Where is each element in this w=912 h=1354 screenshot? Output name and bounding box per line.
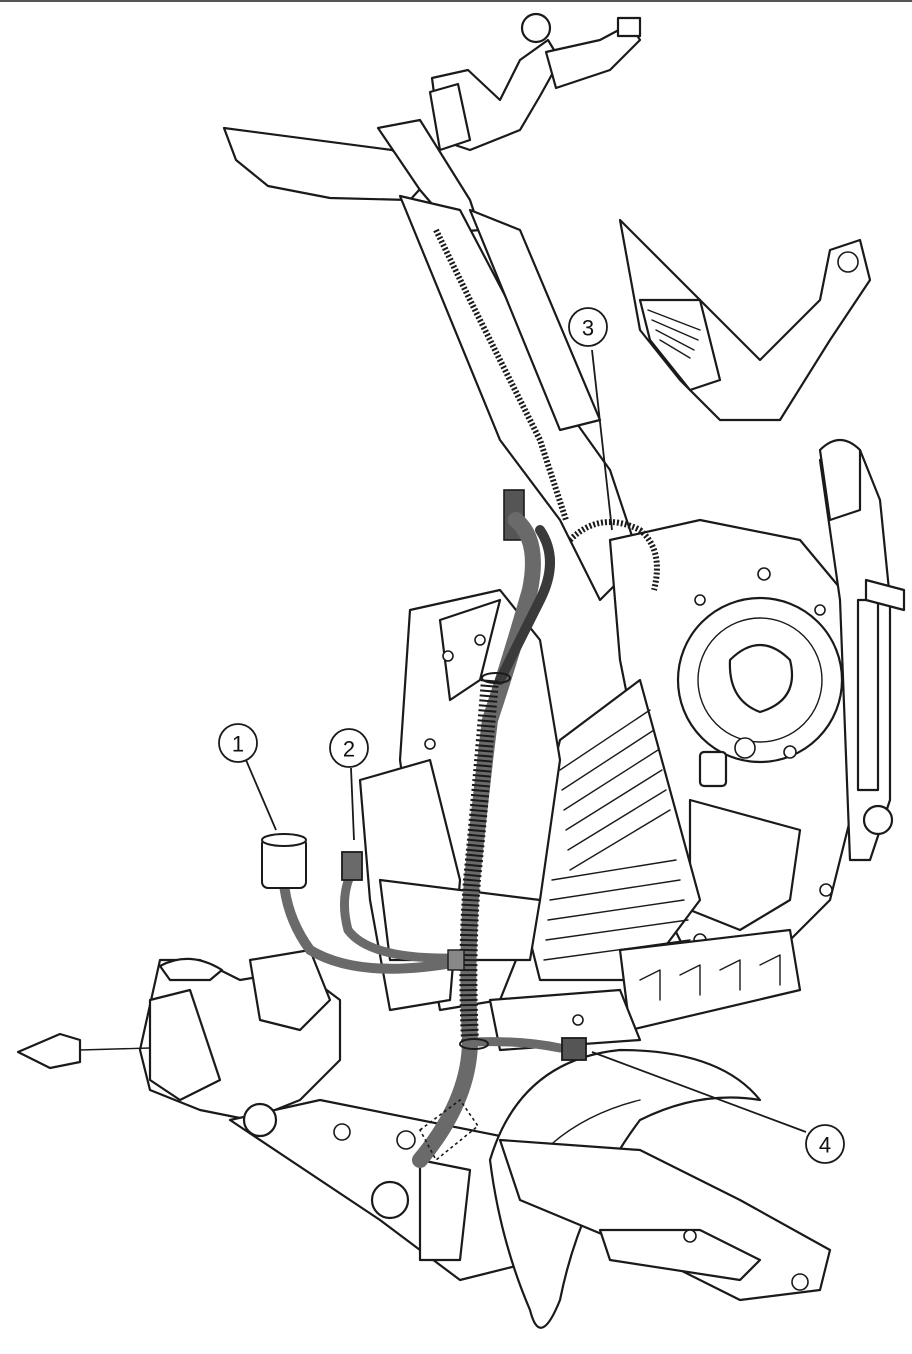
headlight-lens — [148, 988, 222, 1102]
bolt-4 — [734, 737, 756, 759]
shock-top — [818, 438, 862, 522]
leader-3 — [591, 349, 613, 531]
dash-cluster — [248, 948, 332, 1032]
callout-1-label: 1 — [232, 732, 244, 757]
harness-branch-2 — [340, 871, 463, 963]
connector-2 — [341, 851, 363, 881]
callout-2-label: 2 — [343, 737, 355, 762]
arm-bolt-2 — [683, 1229, 697, 1243]
upper-bracket — [638, 298, 722, 392]
shock-eye — [862, 804, 894, 836]
bracket-ribs — [647, 309, 701, 359]
clamp-bolt-1 — [333, 1123, 351, 1141]
license-bracket — [544, 22, 642, 90]
bolt-6 — [819, 883, 833, 897]
harness-clip-mid — [447, 949, 465, 971]
callouts: 1 2 3 4 — [218, 307, 845, 1164]
rear-indicator-right — [520, 12, 552, 44]
leader-1 — [245, 759, 277, 831]
bolt-2 — [694, 594, 706, 606]
harness-branch-1 — [279, 879, 463, 974]
clamp-bolt-2 — [396, 1130, 416, 1150]
headlight-top — [158, 957, 224, 982]
mid-bolt — [572, 1014, 584, 1026]
clutch-cover-inner — [697, 617, 823, 743]
indicator-stalk — [79, 1047, 151, 1051]
clutch-boss — [728, 644, 794, 714]
exhaust-heatshield — [618, 928, 802, 1032]
motorcycle-frame-illustration — [16, 12, 906, 1329]
front-fender — [488, 1048, 762, 1329]
fork-leg — [418, 1158, 472, 1262]
callout-1: 1 — [218, 723, 258, 763]
leader-4 — [591, 1051, 807, 1133]
footpeg — [598, 1228, 762, 1282]
shock-body — [856, 598, 880, 792]
arm-bolt — [791, 1273, 809, 1291]
harness-main-trunk — [412, 512, 541, 1168]
cable-tie-1 — [481, 672, 511, 684]
frame-hole-1 — [442, 650, 454, 662]
shroud-brace — [378, 878, 542, 962]
pivot-hole — [837, 251, 859, 273]
callout-3-label: 3 — [582, 316, 594, 341]
bolt-1 — [757, 567, 771, 581]
steering-stem — [242, 1102, 278, 1138]
mid-bracket — [488, 988, 642, 1052]
callout-4-label: 4 — [819, 1133, 831, 1158]
connector-4 — [561, 1037, 587, 1061]
wiring-harness — [261, 228, 660, 1168]
front-indicator-right — [370, 1180, 410, 1220]
harness-branch-4 — [469, 1037, 565, 1053]
harness-lower-bracket — [418, 1098, 480, 1162]
connector-1-top — [261, 833, 307, 847]
front-indicator-left — [16, 1032, 82, 1070]
frame-hole-2 — [424, 738, 436, 750]
harness-sleeve — [459, 679, 499, 1041]
harness-dark-branch — [495, 525, 555, 685]
leader-2 — [350, 767, 355, 841]
conduit-loop — [567, 519, 660, 591]
license-light — [616, 16, 642, 38]
frame-hole-3 — [474, 634, 486, 646]
shock-clip — [864, 578, 906, 612]
bolt-3 — [814, 604, 826, 616]
gusset-upper — [438, 598, 502, 702]
tail-post — [428, 82, 472, 152]
callout-3: 3 — [568, 307, 608, 347]
bolt-5 — [783, 745, 797, 759]
callout-2: 2 — [329, 728, 369, 768]
cable-tie-2 — [459, 1038, 489, 1050]
callout-4: 4 — [805, 1124, 845, 1164]
heatshield-slots — [639, 954, 781, 1001]
sensor-cover — [698, 750, 728, 788]
cylinder-fins — [543, 709, 691, 961]
